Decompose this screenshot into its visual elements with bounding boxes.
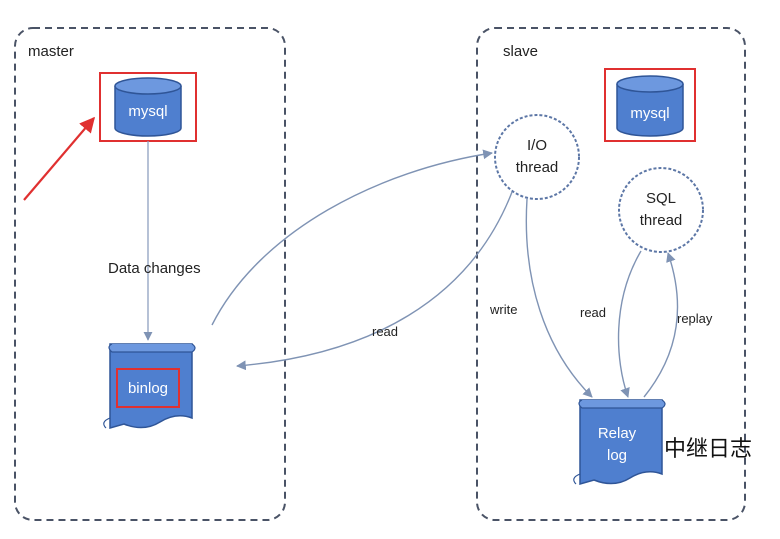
relay-log-note: 中继日志 [664,436,752,461]
relay-log-scroll-icon [573,399,666,485]
pointer-arrow [23,116,95,201]
sql-thread-label-line1: SQL [646,190,676,207]
read-binlog-label: read [372,324,398,339]
io-thread-label-line1: I/O [527,137,547,154]
slave-db-icon [616,75,684,137]
binlog-label: binlog [128,380,168,397]
write-label: write [489,302,517,317]
master-label: master [28,43,74,60]
io-thread-read-binlog-arrow [236,191,513,371]
replay-label: replay [677,311,713,326]
binlog-to-io-thread-arrow [211,149,493,326]
read-relay-label: read [580,305,606,320]
io-thread-label-line2: thread [516,159,559,176]
sql-thread-read-relay-arrow [617,250,642,398]
sql-thread-label-line2: thread [640,212,683,229]
slave-label: slave [503,43,538,60]
slave-db-highlight [604,68,696,142]
master-db-label: mysql [128,103,167,120]
relay-log-label-line1: Relay [598,425,637,442]
io-thread-node [494,114,580,200]
master-container [14,27,286,521]
relay-log-label-line2: log [607,447,627,464]
master-db-icon [114,77,182,137]
slave-db-label: mysql [630,105,669,122]
binlog-highlight [116,368,180,408]
data-changes-label: Data changes [108,260,201,277]
relay-replay-sql-thread-arrow [643,252,679,398]
io-thread-write-relay-arrow [525,198,593,398]
sql-thread-node [618,167,704,253]
